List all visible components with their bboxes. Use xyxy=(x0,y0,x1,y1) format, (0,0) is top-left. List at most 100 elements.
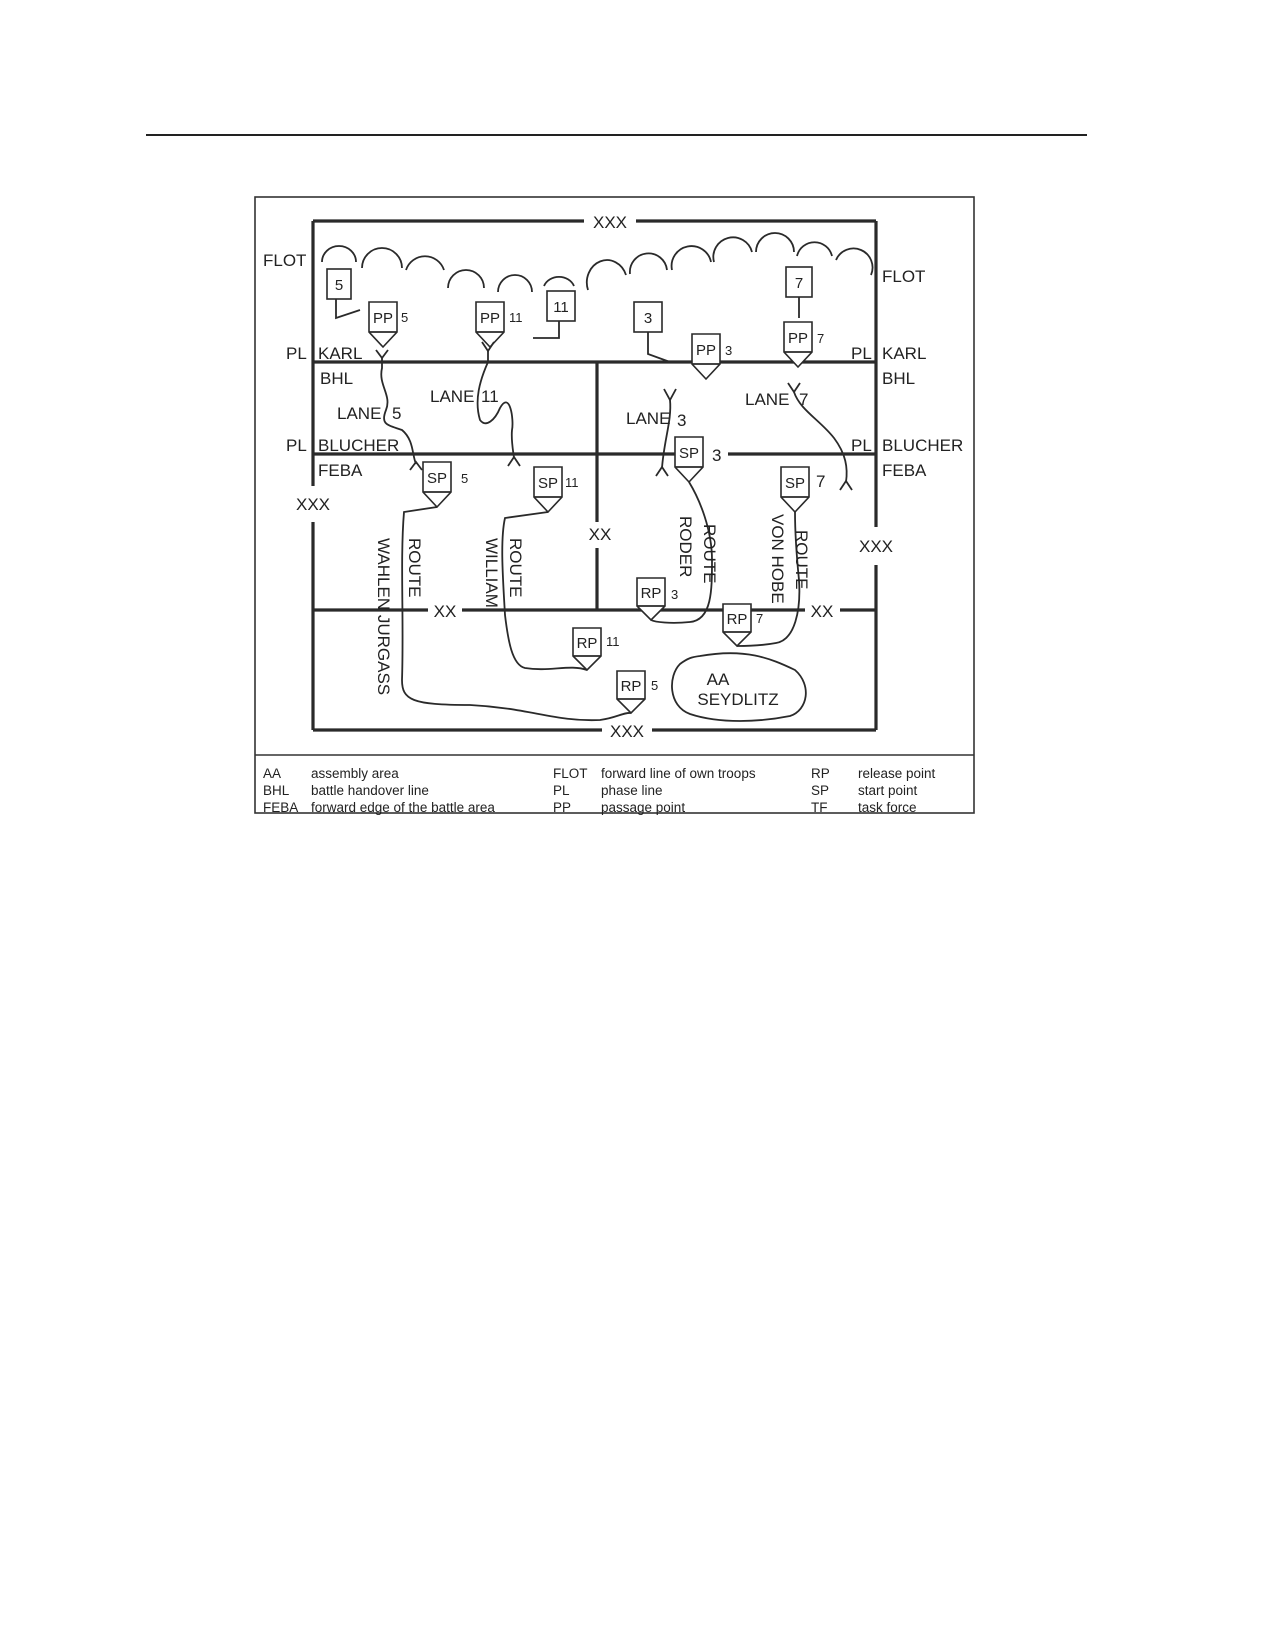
svg-text:RP: RP xyxy=(621,678,642,695)
legend-abbr-pl: PL xyxy=(553,783,570,798)
start-point-3: SP 3 xyxy=(674,436,721,484)
start-point-5: SP 5 xyxy=(422,461,468,509)
legend-abbr-flot: FLOT xyxy=(553,766,588,781)
feba-label-left: FEBA xyxy=(318,461,363,480)
passage-point-11: PP 11 xyxy=(475,301,523,349)
svg-text:5: 5 xyxy=(461,471,468,486)
start-point-11: SP 11 xyxy=(533,466,579,514)
route-roder-trace xyxy=(650,481,713,624)
karl-label-left: KARL xyxy=(318,344,362,363)
svg-text:SP: SP xyxy=(679,445,699,462)
karl-label-right: KARL xyxy=(882,344,926,363)
lane-3-num: 3 xyxy=(677,411,686,430)
legend-desc-pl: phase line xyxy=(601,783,663,798)
legend-abbr-rp: RP xyxy=(811,766,830,781)
svg-text:SP: SP xyxy=(427,470,447,487)
lane-7-trace xyxy=(787,382,853,491)
legend-desc-feba: forward edge of the battle area xyxy=(311,800,495,815)
lane-11-label: LANE xyxy=(430,387,474,406)
svg-text:7: 7 xyxy=(795,275,803,292)
release-point-11: RP 11 xyxy=(572,627,620,672)
lane-11-num: 11 xyxy=(481,387,499,406)
route-william-word: ROUTE xyxy=(506,538,525,598)
flot-label-right: FLOT xyxy=(882,267,925,286)
svg-text:RP: RP xyxy=(727,611,748,628)
figure-frame xyxy=(254,196,975,814)
pl-label-blucher-left: PL xyxy=(286,436,307,455)
division-boundary-label-right: XX xyxy=(811,602,834,621)
assembly-area-seydlitz xyxy=(671,652,807,722)
corps-boundary-label-top: XXX xyxy=(593,213,627,232)
lane-11-trace xyxy=(476,341,521,467)
lane-3-trace xyxy=(655,388,677,477)
legend-abbr-tf: TF xyxy=(811,800,828,815)
passage-point-3: PP 3 xyxy=(691,333,732,381)
svg-text:3: 3 xyxy=(725,343,732,358)
corps-boundary-label-right: XXX xyxy=(859,537,893,556)
svg-text:5: 5 xyxy=(335,277,343,294)
svg-text:3: 3 xyxy=(712,446,721,465)
legend-desc-aa: assembly area xyxy=(311,766,399,781)
svg-text:SP: SP xyxy=(785,475,805,492)
legend-abbr-feba: FEBA xyxy=(263,800,298,815)
lane-5-label: LANE xyxy=(337,404,381,423)
route-william-name: WILLIAM xyxy=(482,538,501,608)
route-william-trace xyxy=(501,511,588,671)
svg-text:7: 7 xyxy=(816,472,825,491)
blucher-label-right: BLUCHER xyxy=(882,436,963,455)
release-point-5: RP 5 xyxy=(616,670,658,715)
release-point-3: RP 3 xyxy=(636,577,678,622)
unit-box-11: 11 xyxy=(533,290,576,339)
lane-5-num: 5 xyxy=(392,404,401,423)
svg-text:PP: PP xyxy=(696,342,716,359)
svg-text:11: 11 xyxy=(606,634,620,649)
svg-text:3: 3 xyxy=(671,587,678,602)
blucher-label-left: BLUCHER xyxy=(318,436,399,455)
unit-box-3: 3 xyxy=(633,301,671,363)
svg-text:PP: PP xyxy=(480,310,500,327)
assembly-area-abbr: AA xyxy=(707,670,730,689)
passage-point-7: PP 7 xyxy=(783,321,824,369)
legend-desc-flot: forward line of own troops xyxy=(601,766,756,781)
route-roder-word: ROUTE xyxy=(700,524,719,584)
corps-boundary-label-bottom: XXX xyxy=(610,722,644,741)
lane-5-trace xyxy=(375,349,423,471)
svg-text:3: 3 xyxy=(644,310,652,327)
legend: AA assembly area BHL battle handover lin… xyxy=(263,766,936,815)
release-point-7: RP 7 xyxy=(722,603,763,648)
passage-point-5: PP 5 xyxy=(368,301,408,349)
legend-desc-tf: task force xyxy=(858,800,917,815)
pl-label-blucher-right: PL xyxy=(851,436,872,455)
route-wahlen-jurgass-name: WAHLEN JURGASS xyxy=(374,538,393,695)
svg-text:PP: PP xyxy=(373,310,393,327)
svg-text:11: 11 xyxy=(509,310,523,325)
route-wahlen-jurgass-trace xyxy=(401,506,632,722)
legend-abbr-pp: PP xyxy=(553,800,571,815)
svg-text:7: 7 xyxy=(817,331,824,346)
pl-label-karl-right: PL xyxy=(851,344,872,363)
lane-3-label: LANE xyxy=(626,409,670,428)
legend-abbr-bhl: BHL xyxy=(263,783,290,798)
page-top-rule xyxy=(146,134,1087,136)
svg-text:RP: RP xyxy=(641,585,662,602)
lane-7-label: LANE xyxy=(745,390,789,409)
legend-desc-bhl: battle handover line xyxy=(311,783,429,798)
svg-text:RP: RP xyxy=(577,635,598,652)
bhl-label-right: BHL xyxy=(882,369,915,388)
svg-text:PP: PP xyxy=(788,330,808,347)
svg-text:SP: SP xyxy=(538,475,558,492)
svg-text:11: 11 xyxy=(565,475,579,490)
corps-boundary-frame xyxy=(311,219,878,732)
svg-text:5: 5 xyxy=(401,310,408,325)
division-boundary-label-center: XX xyxy=(589,525,612,544)
start-point-7: SP 7 xyxy=(780,466,825,514)
svg-text:5: 5 xyxy=(651,678,658,693)
legend-abbr-sp: SP xyxy=(811,783,829,798)
pl-label-karl-left: PL xyxy=(286,344,307,363)
flot-trace xyxy=(321,232,874,293)
division-boundary-label-left: XX xyxy=(434,602,457,621)
corps-boundary-label-left: XXX xyxy=(296,495,330,514)
unit-box-5: 5 xyxy=(326,268,361,320)
svg-text:7: 7 xyxy=(756,611,763,626)
